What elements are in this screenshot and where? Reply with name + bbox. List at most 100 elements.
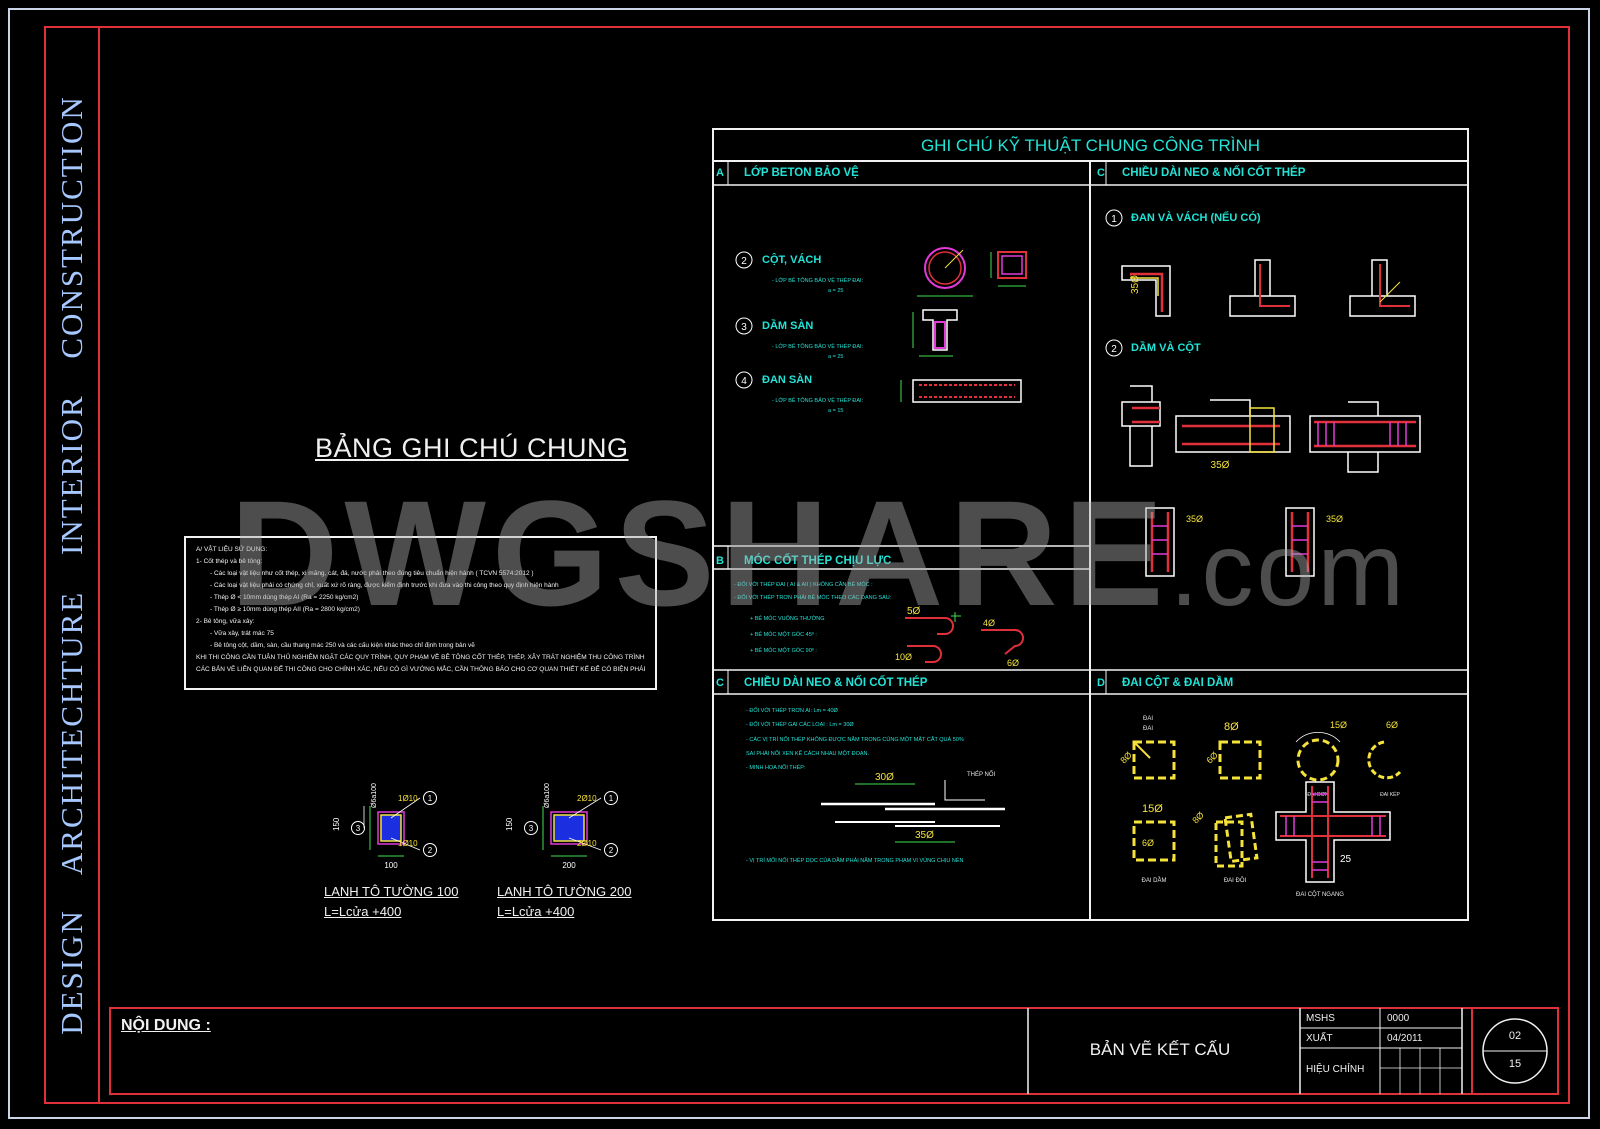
hook-dim: 10Ø xyxy=(895,652,912,662)
hook-note: + BẺ MÓC MỘT GÓC 45º : xyxy=(750,632,817,638)
lintel-stirrup: Ø6a100 xyxy=(544,783,551,808)
item-label: DẦM VÀ CỘT xyxy=(1131,342,1201,354)
total-sheets: 15 xyxy=(1508,1058,1522,1070)
lintel-top-bar: 1Ø10 xyxy=(398,794,418,803)
field-key-revision: HIỆU CHỈNH xyxy=(1306,1064,1365,1075)
stirrup-dim: 8Ø xyxy=(1190,810,1206,826)
item-note: - LỚP BÊ TÔNG BẢO VỆ THÉP ĐAI: xyxy=(772,278,864,284)
lintel-height: 150 xyxy=(505,817,514,831)
stirrup-caption: ĐAI KÉP xyxy=(1380,791,1400,798)
anchor-dim: 35Ø xyxy=(1211,460,1230,471)
lintel-bottom-bar: 1Ø10 xyxy=(398,839,418,848)
item-value: a = 25 xyxy=(828,288,844,294)
stirrup-dim: 8Ø xyxy=(1118,750,1134,766)
item-number: 3 xyxy=(741,322,747,333)
note-line: - Bê tông cột, dầm, sàn, cầu thang mác 2… xyxy=(210,642,475,649)
stirrup-dim: 15Ø xyxy=(1142,803,1163,815)
drawing-border xyxy=(44,26,1570,1104)
stirrup-dim: 6Ø xyxy=(1386,720,1398,730)
drawing-title: BẢN VẼ KẾT CẤU xyxy=(1089,1040,1231,1059)
lintel-mark-3: 3 xyxy=(529,824,534,833)
anchor-dim: 35Ø xyxy=(1326,514,1343,524)
stirrup-sketches: 8Ø ĐAI 8Ø 6Ø ĐAI ĐƠN ĐAI KÉP 6Ø 15Ø 6Ø Đ… xyxy=(1118,716,1402,898)
section-a-letter: A xyxy=(716,167,724,179)
note-line: - Vữa xây, trát mác 75 xyxy=(210,630,274,637)
lap-note: - ĐỐI VỚI THÉP GAI CÁC LOẠI : Lm = 30Ø xyxy=(746,722,854,728)
lintel-100-title: LANH TÔ TƯỜNG 100 xyxy=(324,884,459,899)
note-line: A/ VẬT LIỆU SỬ DỤNG: xyxy=(196,546,268,553)
lap-callout: THÉP NỐI xyxy=(967,771,996,778)
section-c1-label: CHIỀU DÀI NEO & NỐI CỐT THÉP xyxy=(1122,167,1306,179)
section-c2-label: CHIỀU DÀI NEO & NỐI CỐT THÉP xyxy=(744,677,928,689)
note-line: - Thép Ø < 10mm dùng thép AI (Ra = 2250 … xyxy=(210,594,359,601)
lintel-mark-2: 2 xyxy=(428,846,433,855)
lintel-mark-2: 2 xyxy=(609,846,614,855)
section-d-letter: D xyxy=(1097,677,1105,689)
field-key-mshs: MSHS xyxy=(1306,1013,1335,1024)
lintel-200-formula: L=Lcửa +400 xyxy=(497,904,575,919)
lap-note: - MINH HỌA NỐI THÉP: xyxy=(746,765,806,771)
note-line: 1- Cốt thép và bê tông: xyxy=(196,558,263,565)
general-notes-box: A/ VẬT LIỆU SỬ DỤNG: 1- Cốt thép và bê t… xyxy=(184,536,657,690)
stirrup-caption: ĐAI ĐƠN xyxy=(1307,792,1329,798)
hook-note: - ĐỐI VỚI THÉP ĐAI ( AI & AII ) KHÔNG CẦ… xyxy=(734,582,873,588)
technical-notes-title: GHI CHÚ KỸ THUẬT CHUNG CÔNG TRÌNH xyxy=(920,136,1261,155)
item-markers-a: 2 3 4 xyxy=(735,251,753,389)
anchor-dim: 35Ø xyxy=(1186,514,1203,524)
anchor-dim: 35Ø xyxy=(1130,275,1141,294)
field-value-mshs: 0000 xyxy=(1387,1013,1410,1024)
item-number: 4 xyxy=(741,376,747,387)
lintel-width: 100 xyxy=(384,861,398,870)
stirrup-caption: ĐAI xyxy=(1143,716,1153,722)
stirrup-caption: ĐAI CỘT NGANG xyxy=(1296,891,1344,898)
hook-dim: 4Ø xyxy=(983,618,995,628)
item-markers-c1: 1 2 xyxy=(1105,209,1123,357)
lintel-stirrup: Ø6a100 xyxy=(371,783,378,808)
hook-note: + BẺ MÓC MỘT GÓC 90º : xyxy=(750,648,817,654)
stirrup-caption: ĐAI DẦM xyxy=(1141,877,1166,884)
lintel-width: 200 xyxy=(562,861,576,870)
item-label: DẦM SÀN xyxy=(762,320,814,332)
item-label: ĐAN VÀ VÁCH (NẾU CÓ) xyxy=(1131,212,1261,224)
stirrup-caption: ĐAI xyxy=(1143,726,1153,732)
lap-dim: 30Ø xyxy=(875,772,894,783)
item-note: - LỚP BÊ TÔNG BẢO VỆ THÉP ĐAI: xyxy=(772,344,864,350)
lintel-height: 150 xyxy=(332,817,341,831)
stirrup-dim: 25 xyxy=(1340,854,1352,865)
sheet-number: 02 xyxy=(1508,1030,1522,1042)
note-line: - Thép Ø ≥ 10mm dùng thép AII (Ra = 2800… xyxy=(210,606,360,613)
lap-note: SAI PHẢI NỐI XEN KẼ CÁCH NHAU MỘT ĐOẠN. xyxy=(746,751,870,757)
outer-frame xyxy=(8,8,1590,1119)
anchorage-sketches: 35Ø 35Ø 35Ø 35Ø xyxy=(1121,259,1421,577)
lintel-detail-200: 1 2 3 2Ø10 2Ø10 200 150 Ø6a100 xyxy=(505,783,618,870)
item-label: ĐAN SÀN xyxy=(762,374,813,386)
stirrup-caption: ĐAI ĐÔI xyxy=(1224,877,1247,884)
lap-splice-sketch: 30Ø 35Ø THÉP NỐI xyxy=(821,771,1005,843)
lap-note: - ĐỐI VỚI THÉP TRƠN AI: Lm = 40Ø xyxy=(746,708,838,714)
section-b-label: MÓC CỐT THÉP CHỊU LỰC xyxy=(744,555,892,567)
lintel-top-bar: 2Ø10 xyxy=(577,794,597,803)
lintel-mark-3: 3 xyxy=(356,824,361,833)
lintel-mark-1: 1 xyxy=(609,794,614,803)
note-line: - Các loại vật liệu như cốt thép, xi măn… xyxy=(210,570,534,577)
hook-dim: 5Ø xyxy=(907,606,921,617)
lap-dim: 35Ø xyxy=(915,830,934,841)
item-note: - LỚP BÊ TÔNG BẢO VỆ THÉP ĐAI: xyxy=(772,398,864,404)
lintel-detail-100: 1 2 3 1Ø10 1Ø10 100 150 Ø6a100 xyxy=(332,783,437,870)
stirrup-dim: 15Ø xyxy=(1330,720,1347,730)
section-a-label: LỚP BETON BẢO VỆ xyxy=(744,167,859,179)
general-notes-title: BẢNG GHI CHÚ CHUNG xyxy=(315,433,629,463)
side-title: DESIGN ARCHITECHTURE INTERIOR CONSTRUCTI… xyxy=(54,95,89,1035)
field-key-xuat: XUẤT xyxy=(1306,1033,1333,1044)
item-number: 1 xyxy=(1111,214,1117,225)
note-line: 2- Bê tông, vữa xây: xyxy=(196,618,255,625)
lap-note: - VỊ TRÍ MỐI NỐI THÉP DỌC CỦA DẦM PHẢI N… xyxy=(746,858,964,864)
section-d-label: ĐAI CỘT & ĐAI DẦM xyxy=(1122,677,1234,689)
hook-sketches: 5Ø 10Ø 4Ø 6Ø xyxy=(895,606,1024,668)
item-number: 2 xyxy=(1111,344,1117,355)
note-line: KHI THI CÔNG CẦN TUÂN THỦ NGHIÊM NGẶT CÁ… xyxy=(196,654,645,661)
lintel-200-title: LANH TÔ TƯỜNG 200 xyxy=(497,884,632,899)
note-line: - Các loại vật liệu phải có chứng chỉ, x… xyxy=(210,582,559,589)
lintel-mark-1: 1 xyxy=(428,794,433,803)
side-strip xyxy=(44,26,100,1104)
